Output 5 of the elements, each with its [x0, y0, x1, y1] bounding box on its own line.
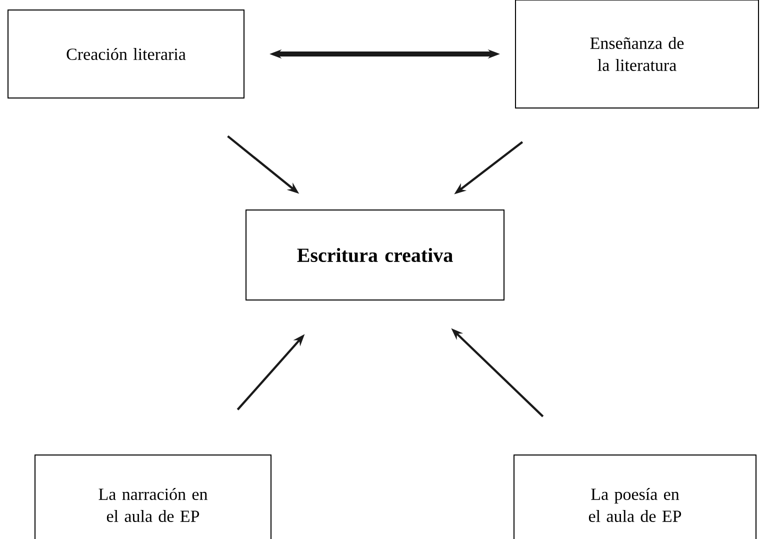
process-box: Escritura creativa [246, 210, 504, 300]
process-box: La poesía en el aula de EP [514, 454, 756, 539]
process-box: La narración en el aula de EP [34, 454, 272, 539]
process-box: Enseñanza de la literatura [515, 0, 759, 108]
process-box: Creación literaria [8, 10, 244, 98]
